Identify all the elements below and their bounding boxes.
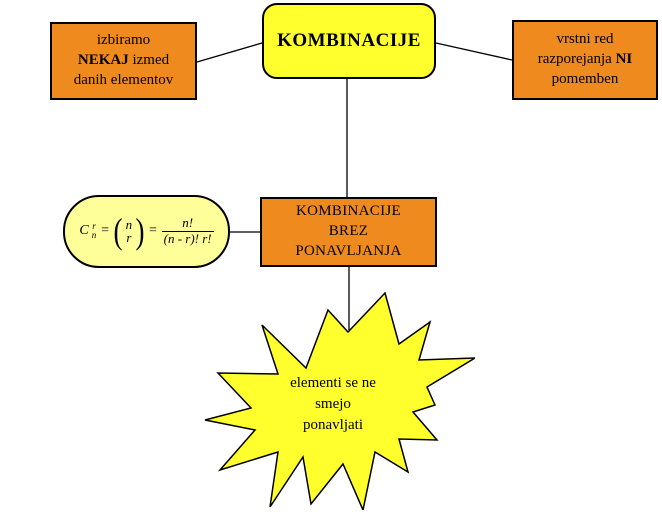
- node-star-label: elementi se ne smejo ponavljati: [252, 373, 414, 436]
- left-line-2-bold: NEKAJ: [77, 52, 129, 69]
- mid-line-1: KOMBINACIJE: [296, 203, 401, 220]
- mid-line-3: PONAVLJANJA: [295, 242, 402, 259]
- star-line-3: ponavljati: [303, 417, 363, 433]
- fraction-denominator: (n - r)! r!: [161, 230, 214, 246]
- formula-sub: n: [91, 230, 97, 241]
- node-star-shape: [203, 291, 478, 513]
- formula-eq-2: =: [148, 223, 158, 239]
- right-line-2-bold: NI: [615, 51, 633, 68]
- star-line-2: smejo: [315, 396, 351, 412]
- right-line-2: razporejanja NI: [538, 50, 633, 70]
- connector-left-title: [196, 42, 263, 63]
- binom-top: n: [125, 216, 133, 232]
- connector-title-right: [435, 42, 513, 61]
- node-izbiramo-nekaj: izbiramo NEKAJ izmed danih elementov: [50, 22, 197, 100]
- left-line-3: danih elementov: [73, 71, 174, 88]
- fraction: n!(n - r)! r!: [161, 215, 214, 247]
- left-line-1: izbiramo: [96, 32, 151, 49]
- binom-bottom: r: [126, 230, 132, 246]
- node-kombinacije-title: KOMBINACIJE: [262, 3, 436, 79]
- mid-line-2: BREZ: [328, 223, 369, 240]
- open-paren: (: [113, 211, 123, 252]
- formula-sup: r: [92, 221, 96, 232]
- formula-eq-1: =: [100, 223, 110, 239]
- right-line-3: pomemben: [551, 70, 619, 87]
- right-line-1: vrstni red: [556, 31, 614, 48]
- left-line-2-rest: izmed: [128, 52, 170, 69]
- starburst-icon: [204, 291, 478, 513]
- close-paren: ): [135, 211, 145, 252]
- node-vrstni-red: vrstni red razporejanja NI pomemben: [512, 20, 658, 100]
- left-line-2: NEKAJ izmed: [78, 51, 169, 71]
- node-brez-ponavljanja: KOMBINACIJE BREZ PONAVLJANJA: [260, 197, 437, 267]
- star-line-1: elementi se ne: [290, 375, 376, 391]
- right-line-2-rest: razporejanja: [537, 51, 616, 68]
- title-label: KOMBINACIJE: [277, 30, 421, 52]
- formula-c: C: [79, 223, 89, 239]
- fraction-numerator: n!: [182, 215, 194, 231]
